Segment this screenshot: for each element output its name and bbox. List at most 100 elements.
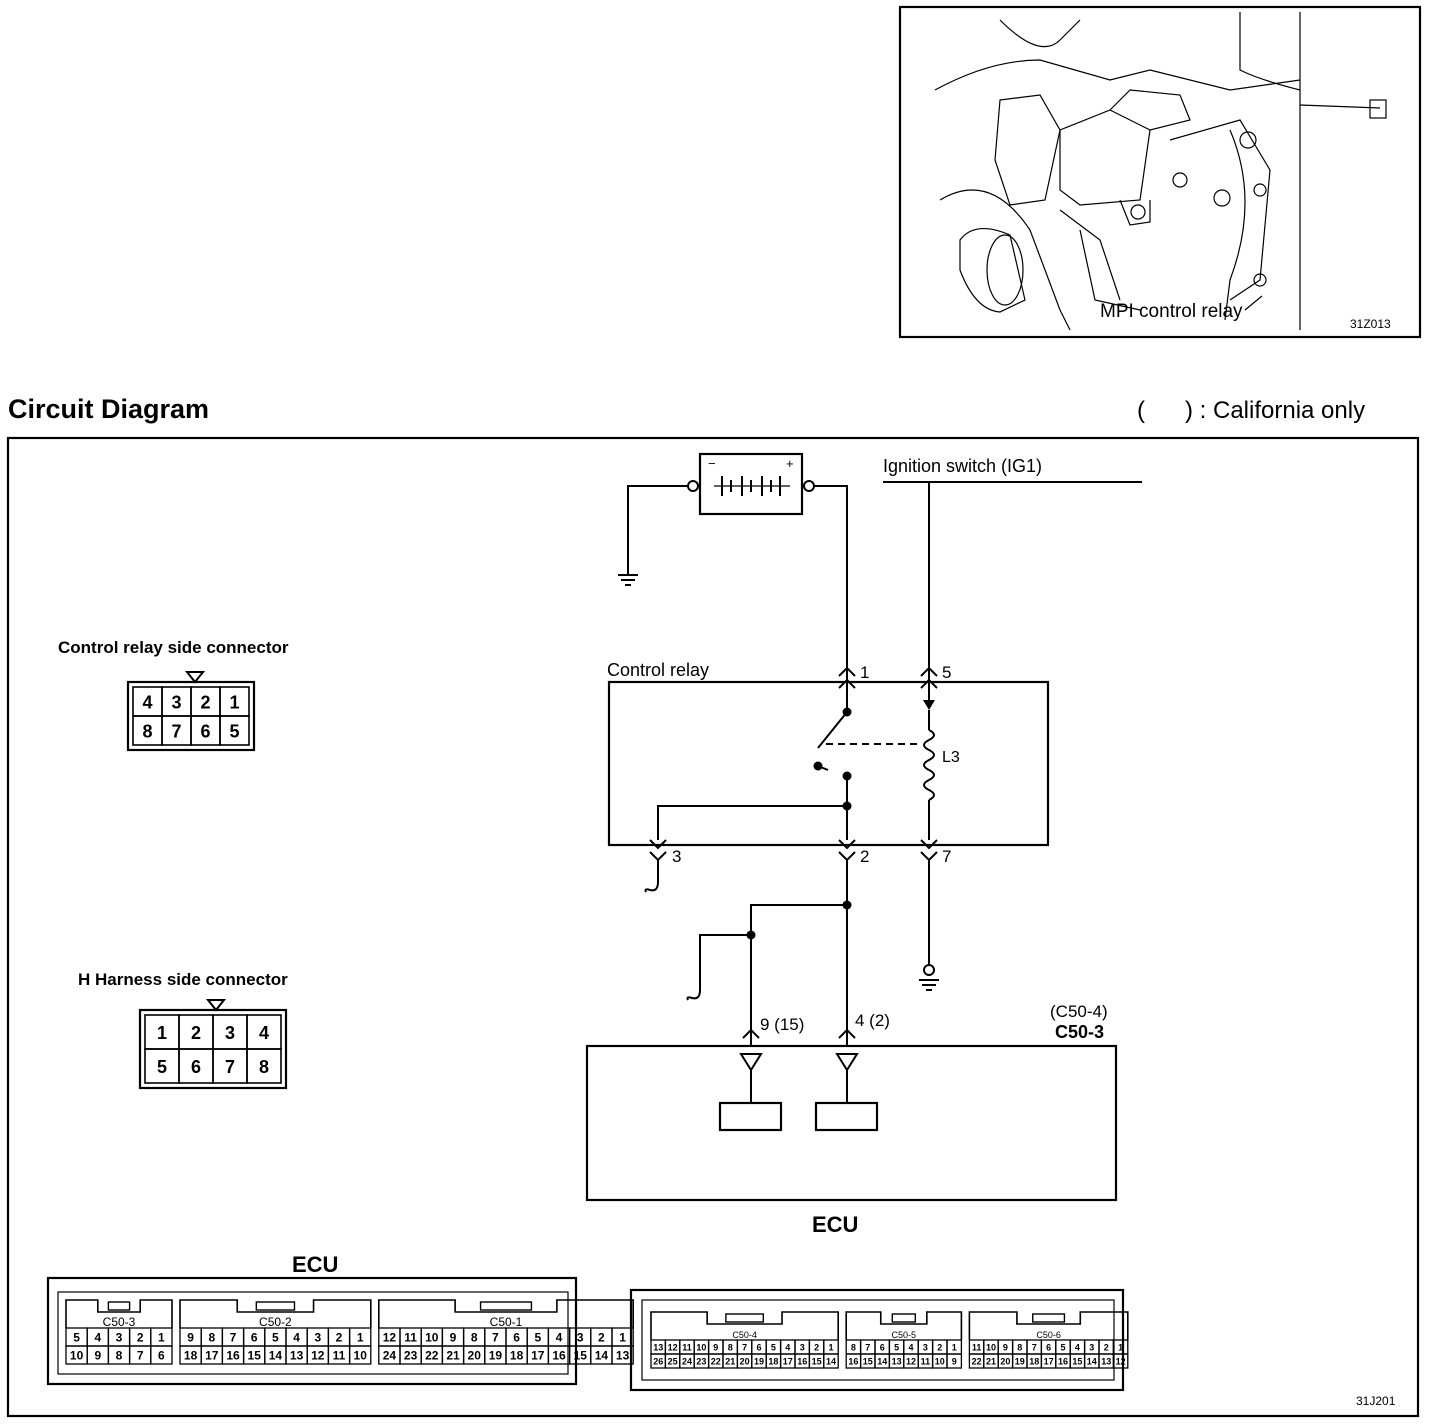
ecu-pin-number: 6 (158, 1349, 165, 1363)
ecu-pin-number: 17 (531, 1349, 545, 1363)
ecu-pin-number: 11 (404, 1331, 417, 1345)
connector-pin-number: 4 (142, 693, 152, 713)
pin-connector-icon (649, 839, 667, 862)
connector-pin-number: 6 (200, 722, 210, 742)
ecu-pin-number: 9 (450, 1331, 457, 1345)
ground-icon (919, 964, 939, 991)
connector-pin-number: 2 (191, 1023, 201, 1043)
ecu-pin-number: 19 (489, 1349, 503, 1363)
ecu-pin-number: 15 (863, 1356, 873, 1366)
connector-latch-icon (725, 1313, 765, 1323)
ground-icon (618, 568, 638, 586)
ecu-pin-number: 7 (492, 1331, 499, 1345)
ecu-pin-number: 16 (552, 1349, 566, 1363)
ecu-pin-number: 13 (1101, 1356, 1111, 1366)
ecu-pin-number: 8 (208, 1331, 215, 1345)
connector-pin-number: 4 (259, 1023, 269, 1043)
ecu-pin-number: 12 (383, 1331, 397, 1345)
ecu-pin-number: 14 (826, 1356, 836, 1366)
ecu-pin-number: 3 (314, 1331, 321, 1345)
engine-bay-sketch (934, 12, 1387, 331)
ecu-pin-number: 2 (598, 1331, 605, 1345)
ecu-connector-group-label: C50-4 (732, 1330, 757, 1340)
ecu-pin-number: 7 (137, 1349, 144, 1363)
legend-note: ( ) : California only (1137, 397, 1365, 424)
ecu-pin-number: 10 (354, 1349, 368, 1363)
connector-latch-icon (255, 1301, 296, 1311)
ecu-pin-number: 14 (269, 1349, 283, 1363)
ecu-pin-number: 18 (510, 1349, 524, 1363)
connector-latch-icon (107, 1301, 131, 1311)
relay-location-photo: MPI control relay 31Z013 (898, 5, 1422, 339)
diagram-frame (6, 436, 1420, 1418)
control-relay-label: Control relay (607, 660, 709, 680)
ecu-pin-4-label: 4 (2) (855, 1011, 890, 1030)
ecu-pin-number: 2 (137, 1331, 144, 1345)
relay-pin-1: 1 (860, 663, 869, 682)
ecu-connector-ca-label: (C50-4) (1050, 1002, 1108, 1021)
ecu-pin-number: 5 (534, 1331, 541, 1345)
ecu-pin-number: 1 (619, 1331, 626, 1345)
ecu-pin-number: 22 (425, 1349, 439, 1363)
ecu-connector-group-label: C50-2 (259, 1315, 292, 1329)
ecu-pin-number: 9 (952, 1356, 957, 1366)
other-circuit-icon (686, 989, 701, 1001)
ecu-pin-number: 20 (1000, 1356, 1010, 1366)
ecu-pin-number: 3 (577, 1331, 584, 1345)
ecu-connector-group-label: C50-5 (892, 1330, 917, 1340)
ecu-pin-number: 17 (783, 1356, 793, 1366)
ecu-pin-number: 16 (848, 1356, 858, 1366)
ecu-pin-number: 8 (1017, 1342, 1022, 1352)
photo-figure-code: 31Z013 (1350, 317, 1391, 331)
coil-icon (923, 729, 935, 801)
ecu-pin-number: 15 (574, 1349, 588, 1363)
ecu-pin-number: 7 (865, 1342, 870, 1352)
ecu-pin-number: 4 (908, 1342, 913, 1352)
ecu-pin-number: 13 (892, 1356, 902, 1366)
ecu-pin-number: 4 (785, 1342, 790, 1352)
connector-pin-number: 8 (259, 1057, 269, 1077)
ecu-pin-number: 15 (248, 1349, 262, 1363)
battery-positive-label: + (786, 456, 794, 471)
ecu-pin-number: 5 (894, 1342, 899, 1352)
relay-connector-title: Control relay side connector (58, 638, 289, 657)
ecu-pin-number: 7 (230, 1331, 237, 1345)
ecu-pin-number: 20 (468, 1349, 482, 1363)
section-title: Circuit Diagram (8, 394, 209, 424)
ecu-connector-group-label: C50-1 (490, 1315, 523, 1329)
ecu-pin-number: 10 (986, 1342, 996, 1352)
ecu-label: ECU (812, 1212, 858, 1237)
ecu-pin-number: 16 (797, 1356, 807, 1366)
ecu-pin-number: 16 (1058, 1356, 1068, 1366)
ecu-pin-number: 17 (1044, 1356, 1054, 1366)
ecu-pin-number: 1 (1118, 1342, 1123, 1352)
connector-pin-number: 2 (200, 693, 210, 713)
ecu-pin-number: 10 (425, 1331, 439, 1345)
harness-connector-title: H Harness side connector (78, 970, 288, 989)
figure-code: 31J201 (1356, 1394, 1396, 1408)
ecu-pin-number: 6 (1046, 1342, 1051, 1352)
ecu-pin-number: 3 (800, 1342, 805, 1352)
ecu-pin-number: 4 (94, 1331, 101, 1345)
ecu-pin-number: 1 (357, 1331, 364, 1345)
ecu-pin-number: 5 (272, 1331, 279, 1345)
ecu-pin-number: 21 (986, 1356, 996, 1366)
ecu-pin-number: 19 (1015, 1356, 1025, 1366)
connector-pin-number: 7 (225, 1057, 235, 1077)
coil-label: L3 (942, 749, 960, 766)
ecu-pin-number: 9 (94, 1349, 101, 1363)
ecu-pin-number: 11 (682, 1342, 692, 1352)
ecu-pin-number: 1 (158, 1331, 165, 1345)
ecu-pin-number: 11 (921, 1356, 931, 1366)
ecu-pin-number: 8 (471, 1331, 478, 1345)
ecu-pin-number: 6 (880, 1342, 885, 1352)
ecu-pin-number: 3 (116, 1331, 123, 1345)
connector-pin-number: 5 (229, 722, 239, 742)
ecu-pin-number: 6 (251, 1331, 258, 1345)
connector-pin-number: 6 (191, 1057, 201, 1077)
ecu-pin-number: 1 (828, 1342, 833, 1352)
ecu-pin-number: 10 (70, 1349, 84, 1363)
ecu-pin-number: 4 (293, 1331, 300, 1345)
